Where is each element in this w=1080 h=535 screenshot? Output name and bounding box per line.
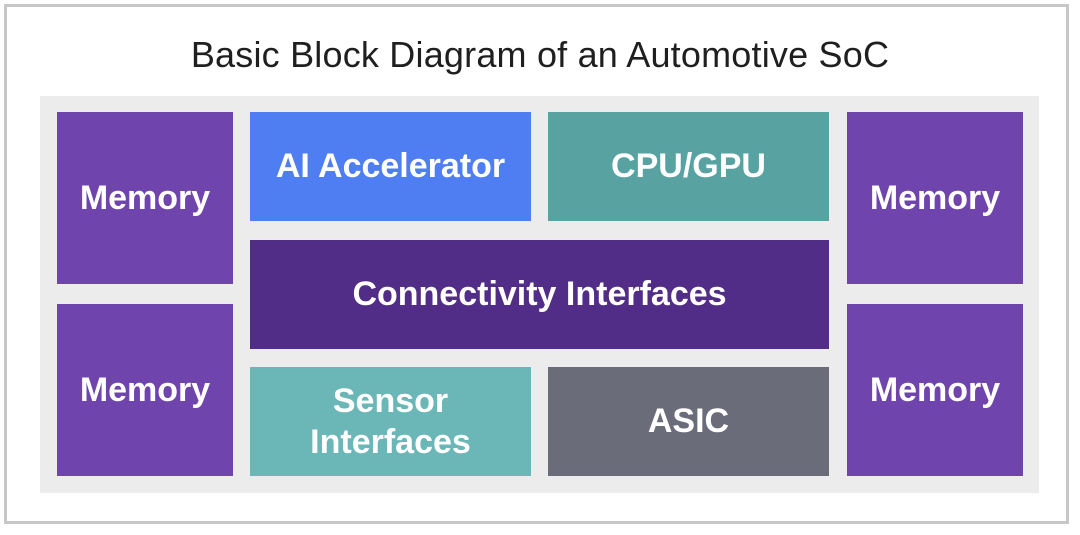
sensor-interfaces-label-line1: Sensor <box>332 381 449 420</box>
ai-accelerator-label: AI Accelerator <box>275 147 506 186</box>
sensor-interfaces-block: Sensor Interfaces <box>250 367 531 476</box>
memory-block-bottom-left: Memory <box>57 304 233 476</box>
memory-block-bottom-right: Memory <box>847 304 1023 476</box>
memory-label: Memory <box>869 370 1001 409</box>
cpu-gpu-label: CPU/GPU <box>611 147 766 186</box>
memory-block-top-right: Memory <box>847 112 1023 284</box>
asic-label: ASIC <box>647 402 730 441</box>
memory-label: Memory <box>79 178 211 217</box>
diagram-title: Basic Block Diagram of an Automotive SoC <box>190 34 890 75</box>
ai-accelerator-block: AI Accelerator <box>250 112 531 221</box>
memory-block-top-left: Memory <box>57 112 233 284</box>
connectivity-interfaces-block: Connectivity Interfaces <box>250 240 829 349</box>
cpu-gpu-block: CPU/GPU <box>548 112 829 221</box>
memory-label: Memory <box>79 370 211 409</box>
connectivity-interfaces-label: Connectivity Interfaces <box>352 275 727 314</box>
sensor-interfaces-label-line2: Interfaces <box>310 422 471 461</box>
memory-label: Memory <box>869 178 1001 217</box>
asic-block: ASIC <box>548 367 829 476</box>
